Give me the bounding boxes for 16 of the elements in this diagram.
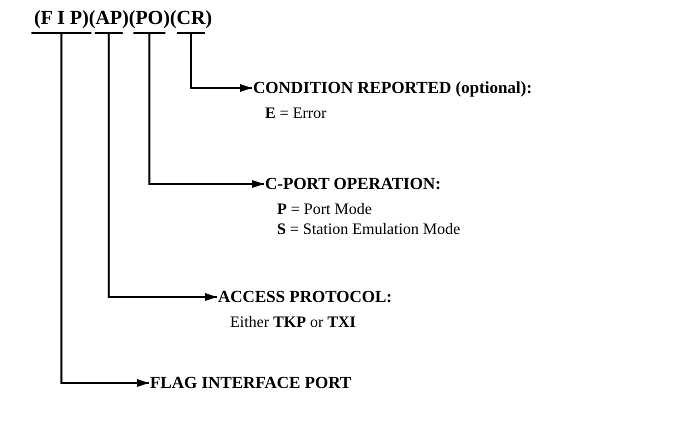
connector-arrow — [176, 32, 253, 92]
connector-arrow — [94, 32, 218, 301]
code-group: (PO) — [128, 6, 170, 30]
field-heading: ACCESS PROTOCOL: — [218, 287, 392, 307]
field-description: E = Error — [265, 104, 328, 124]
code-group: (F I P) — [34, 6, 89, 30]
code-group: (CR) — [170, 6, 212, 30]
connector-arrow — [132, 32, 265, 188]
field-description: P = Port Mode — [277, 200, 373, 220]
code-group: (AP) — [88, 6, 129, 30]
field-description: S = Station Emulation Mode — [277, 220, 460, 240]
field-heading: CONDITION REPORTED (optional): — [253, 78, 532, 98]
field-heading: C-PORT OPERATION: — [265, 174, 442, 194]
connector-arrow — [30, 32, 150, 387]
field-heading: FLAG INTERFACE PORT — [150, 373, 352, 393]
field-description: Either TKP or TXI — [230, 313, 357, 333]
